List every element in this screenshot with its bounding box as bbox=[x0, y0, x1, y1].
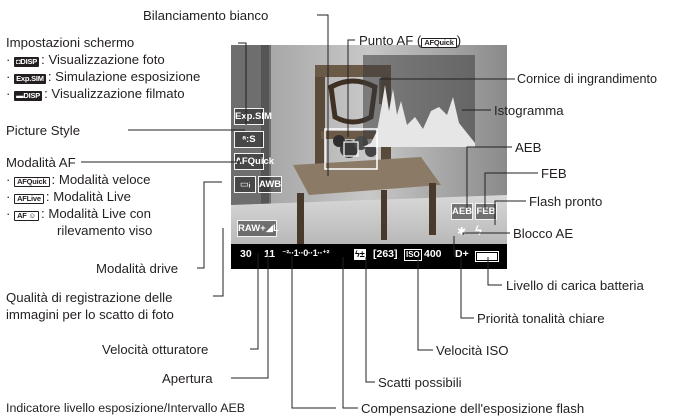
movie-disp-icon: ▬DISP bbox=[14, 91, 43, 101]
label-flash-ready: Flash pronto bbox=[529, 194, 603, 209]
label-quality-2: immagini per lo scatto di foto bbox=[6, 307, 174, 322]
label-af-mode: Modalità AF bbox=[6, 155, 76, 170]
label-af-point: Punto AF (AFQuick) bbox=[359, 33, 461, 48]
live-view-photo bbox=[231, 45, 507, 269]
shutter-speed-value: 30 bbox=[240, 248, 252, 260]
screen-opt-movie-label: Visualizzazione filmato bbox=[51, 86, 185, 101]
label-flash-comp: Compensazione dell'esposizione flash bbox=[361, 401, 585, 416]
quality-indicator: RAW+◢L bbox=[237, 220, 279, 237]
picture-style-indicator: ᵃ:S bbox=[234, 131, 264, 148]
label-iso-speed: Velocità ISO bbox=[436, 343, 509, 358]
screen-opt-exposure-label: Simulazione esposizione bbox=[55, 69, 201, 84]
af-face-icon: AF ☺ bbox=[14, 211, 40, 221]
label-aperture: Apertura bbox=[162, 371, 213, 386]
label-highlight-priority: Priorità tonalità chiare bbox=[477, 311, 605, 326]
shots-remaining-value: [263] bbox=[373, 248, 398, 260]
photo-disp-icon: ◘DISP bbox=[14, 57, 40, 67]
battery-icon bbox=[475, 251, 499, 262]
label-ae-lock: Blocco AE bbox=[513, 226, 574, 241]
screen-opt-photo-label: Visualizzazione foto bbox=[48, 52, 165, 67]
label-screen-settings: Impostazioni schermo bbox=[6, 35, 135, 50]
label-shutter-speed: Velocità otturatore bbox=[102, 342, 209, 357]
screen-opt-exposure: · Exp.SIM: Simulazione esposizione bbox=[6, 69, 201, 84]
screen-opt-photo: · ◘DISP: Visualizzazione foto bbox=[6, 52, 165, 67]
label-white-balance: Bilanciamento bianco bbox=[143, 8, 269, 23]
af-opt-live-label: Modalità Live bbox=[53, 189, 131, 204]
af-point-quick-icon: AFQuick bbox=[421, 38, 457, 48]
label-shots-remaining: Scatti possibili bbox=[378, 375, 462, 390]
exp-sim-icon: Exp.SIM bbox=[14, 74, 46, 84]
label-aeb: AEB bbox=[515, 140, 542, 155]
lcd-screen: Exp.SIM ᵃ:S AFQuick ▭ᵢ AWB RAW+◢L AEB FE… bbox=[231, 45, 507, 269]
label-af-point-close: ) bbox=[456, 33, 462, 48]
label-af-point-text: Punto AF ( bbox=[359, 33, 422, 48]
iso-value: 400 bbox=[424, 248, 442, 260]
highlight-priority-value: D+ bbox=[455, 248, 469, 260]
exp-sim-indicator: Exp.SIM bbox=[234, 108, 272, 125]
exposure-scale: ⁻²··1··0··1··⁺² bbox=[282, 248, 330, 258]
label-drive-mode: Modalità drive bbox=[96, 261, 179, 276]
af-opt-face-line2: rilevamento viso bbox=[57, 223, 153, 238]
af-opt-quick-label: Modalità veloce bbox=[58, 172, 151, 187]
label-feb: FEB bbox=[541, 166, 567, 181]
af-opt-quick: · AFQuick: Modalità veloce bbox=[6, 172, 151, 187]
drive-mode-indicator: ▭ᵢ bbox=[234, 176, 256, 193]
flash-comp-icon: ϟ± bbox=[354, 249, 366, 260]
af-opt-live: · AFLive: Modalità Live bbox=[6, 189, 131, 204]
battery-fill bbox=[477, 253, 497, 260]
af-opt-face-label: Modalità Live con bbox=[48, 206, 151, 221]
label-picture-style: Picture Style bbox=[6, 123, 81, 138]
feb-indicator: FEB bbox=[475, 203, 497, 220]
iso-icon: ISO bbox=[404, 249, 422, 261]
af-live-icon: AFLive bbox=[14, 194, 44, 204]
af-quick-icon: AFQuick bbox=[14, 177, 50, 187]
flash-ready-icon: ϟ bbox=[475, 223, 482, 238]
screen-opt-movie: · ▬DISP: Visualizzazione filmato bbox=[6, 86, 185, 101]
af-opt-face: · AF ☺: Modalità Live con bbox=[6, 206, 151, 221]
ae-lock-icon: ✱ bbox=[457, 226, 467, 238]
label-exposure-indicator: Indicatore livello esposizione/Intervall… bbox=[6, 401, 245, 415]
label-battery-level: Livello di carica batteria bbox=[506, 278, 644, 293]
label-quality-1: Qualità di registrazione delle bbox=[6, 290, 173, 305]
label-histogram: Istogramma bbox=[494, 103, 564, 118]
white-balance-indicator: AWB bbox=[258, 176, 282, 193]
label-magnify-frame: Cornice di ingrandimento bbox=[517, 72, 658, 86]
aperture-value: 11 bbox=[264, 248, 276, 260]
